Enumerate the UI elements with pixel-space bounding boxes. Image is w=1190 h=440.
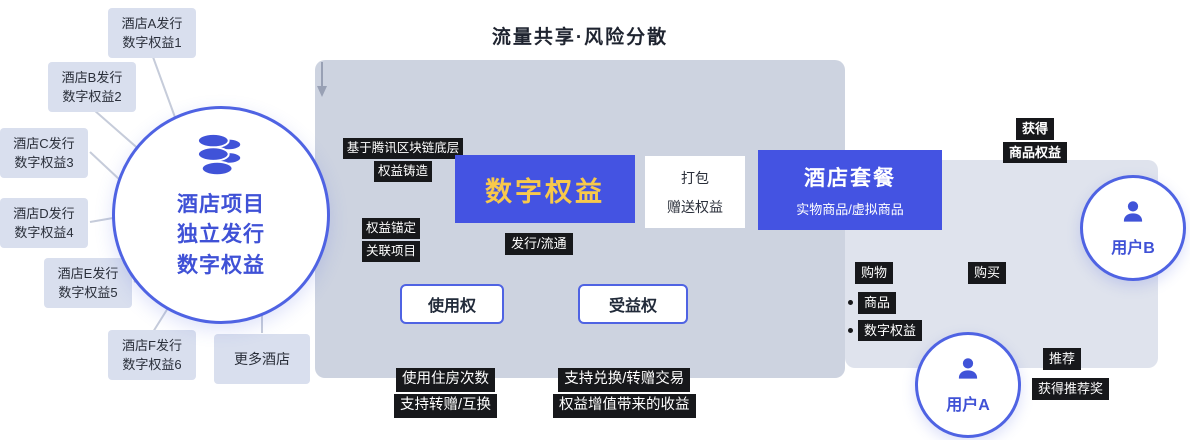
recommend-reward-label: 获得推荐奖 bbox=[1032, 378, 1110, 400]
user-icon bbox=[954, 355, 982, 388]
gain-rights-group: 获得 商品权益 bbox=[994, 118, 1076, 163]
digital-rights-box: 数字权益 bbox=[455, 155, 635, 223]
benefit-right-label: 受益权 bbox=[608, 298, 657, 315]
issuer-line2: 独立发行 bbox=[177, 223, 265, 247]
hotel-b-box: 酒店B发行 数字权益2 bbox=[48, 62, 136, 112]
page-title: 流量共享·风险分散 bbox=[491, 27, 669, 48]
hotel-e-box: 酒店E发行 数字权益5 bbox=[44, 258, 132, 308]
user-icon bbox=[1119, 198, 1147, 231]
hotel-d-box: 酒店D发行 数字权益4 bbox=[0, 198, 88, 248]
hotel-a-line1: 酒店A发行 bbox=[121, 15, 183, 31]
benefit-right-box: 受益权 bbox=[578, 284, 688, 324]
anchor-line2: 关联项目 bbox=[362, 240, 421, 262]
digital-rights-label: 数字权益 bbox=[485, 176, 605, 207]
mint-label-group: 基于腾讯区块链底层 权益铸造 bbox=[336, 138, 470, 182]
recommend-label: 推荐 bbox=[1043, 348, 1082, 370]
digital-rights-item-label: 数字权益 bbox=[858, 319, 923, 341]
issuer-line3: 数字权益 bbox=[177, 253, 265, 277]
recommend-group: 推荐 bbox=[1043, 348, 1082, 370]
shopping-group: 购物 bbox=[855, 262, 894, 284]
hotel-package-box: 酒店套餐 实物商品/虚拟商品 bbox=[758, 150, 942, 230]
user-b-label: 用户B bbox=[1111, 240, 1155, 257]
hotel-e-line1: 酒店E发行 bbox=[57, 265, 119, 281]
database-coins-icon bbox=[190, 131, 252, 186]
issuer-line1: 酒店项目 bbox=[177, 193, 265, 216]
benefit-note-line2: 权益增值带来的收益 bbox=[553, 393, 696, 418]
hotel-b-line1: 酒店B发行 bbox=[61, 69, 123, 85]
hotel-e-line2: 数字权益5 bbox=[58, 285, 118, 300]
hotel-f-line1: 酒店F发行 bbox=[122, 337, 182, 353]
benefit-note-group: 支持兑换/转赠交易 权益增值带来的收益 bbox=[553, 368, 696, 418]
benefit-note-line1: 支持兑换/转赠交易 bbox=[558, 368, 691, 392]
hotel-f-line2: 数字权益6 bbox=[122, 357, 182, 372]
goods-list: 商品 数字权益 bbox=[848, 292, 923, 341]
mint-label: 权益铸造 bbox=[373, 160, 432, 182]
goods-item-row: 商品 bbox=[848, 292, 897, 314]
recommend-reward-group: 获得推荐奖 bbox=[1032, 378, 1110, 400]
blockchain-note: 基于腾讯区块链底层 bbox=[342, 138, 464, 159]
package-line1: 打包 bbox=[681, 169, 709, 186]
digital-rights-item-row: 数字权益 bbox=[848, 319, 923, 341]
hotel-package-title: 酒店套餐 bbox=[804, 167, 896, 190]
hotel-d-line2: 数字权益4 bbox=[14, 225, 74, 240]
gain-line2: 商品权益 bbox=[1002, 141, 1067, 163]
user-a-label: 用户A bbox=[946, 397, 990, 414]
hotel-d-line1: 酒店D发行 bbox=[13, 205, 75, 221]
package-box: 打包 赠送权益 bbox=[645, 156, 745, 228]
usage-note-line2: 支持转赠/互换 bbox=[394, 393, 498, 418]
hotel-a-box: 酒店A发行 数字权益1 bbox=[108, 8, 196, 58]
usage-note-line1: 使用住房次数 bbox=[396, 368, 496, 392]
bullet-dot-icon bbox=[848, 300, 853, 306]
package-line2: 赠送权益 bbox=[667, 198, 723, 215]
hotel-c-line2: 数字权益3 bbox=[14, 155, 74, 170]
usage-note-group: 使用住房次数 支持转赠/互换 bbox=[394, 368, 498, 418]
usage-right-label: 使用权 bbox=[427, 298, 476, 315]
buy-label: 购买 bbox=[968, 262, 1007, 284]
hotel-c-box: 酒店C发行 数字权益3 bbox=[0, 128, 88, 178]
anchor-label-group: 权益锚定 关联项目 bbox=[362, 218, 421, 262]
issuer-circle: 酒店项目 独立发行 数字权益 bbox=[112, 106, 330, 324]
hotel-a-line2: 数字权益1 bbox=[122, 35, 182, 50]
hotel-package-subtitle: 实物商品/虚拟商品 bbox=[796, 202, 904, 217]
hotel-f-box: 酒店F发行 数字权益6 bbox=[108, 330, 196, 380]
user-b-circle: 用户B bbox=[1080, 175, 1186, 281]
more-hotels-label: 更多酒店 bbox=[234, 350, 290, 367]
bullet-dot-icon bbox=[848, 327, 853, 333]
goods-item-label: 商品 bbox=[858, 292, 897, 314]
buy-group: 购买 bbox=[968, 262, 1007, 284]
shopping-label: 购物 bbox=[855, 262, 894, 284]
anchor-line1: 权益锚定 bbox=[362, 218, 421, 239]
user-a-circle: 用户A bbox=[915, 332, 1021, 438]
issue-flow-label: 发行/流通 bbox=[505, 233, 573, 255]
gain-line1: 获得 bbox=[1015, 118, 1054, 140]
usage-right-box: 使用权 bbox=[400, 284, 504, 324]
hotel-b-line2: 数字权益2 bbox=[62, 89, 122, 104]
issue-flow-group: 发行/流通 bbox=[505, 233, 573, 255]
more-hotels-box: 更多酒店 bbox=[214, 334, 310, 384]
hotel-c-line1: 酒店C发行 bbox=[13, 135, 75, 151]
